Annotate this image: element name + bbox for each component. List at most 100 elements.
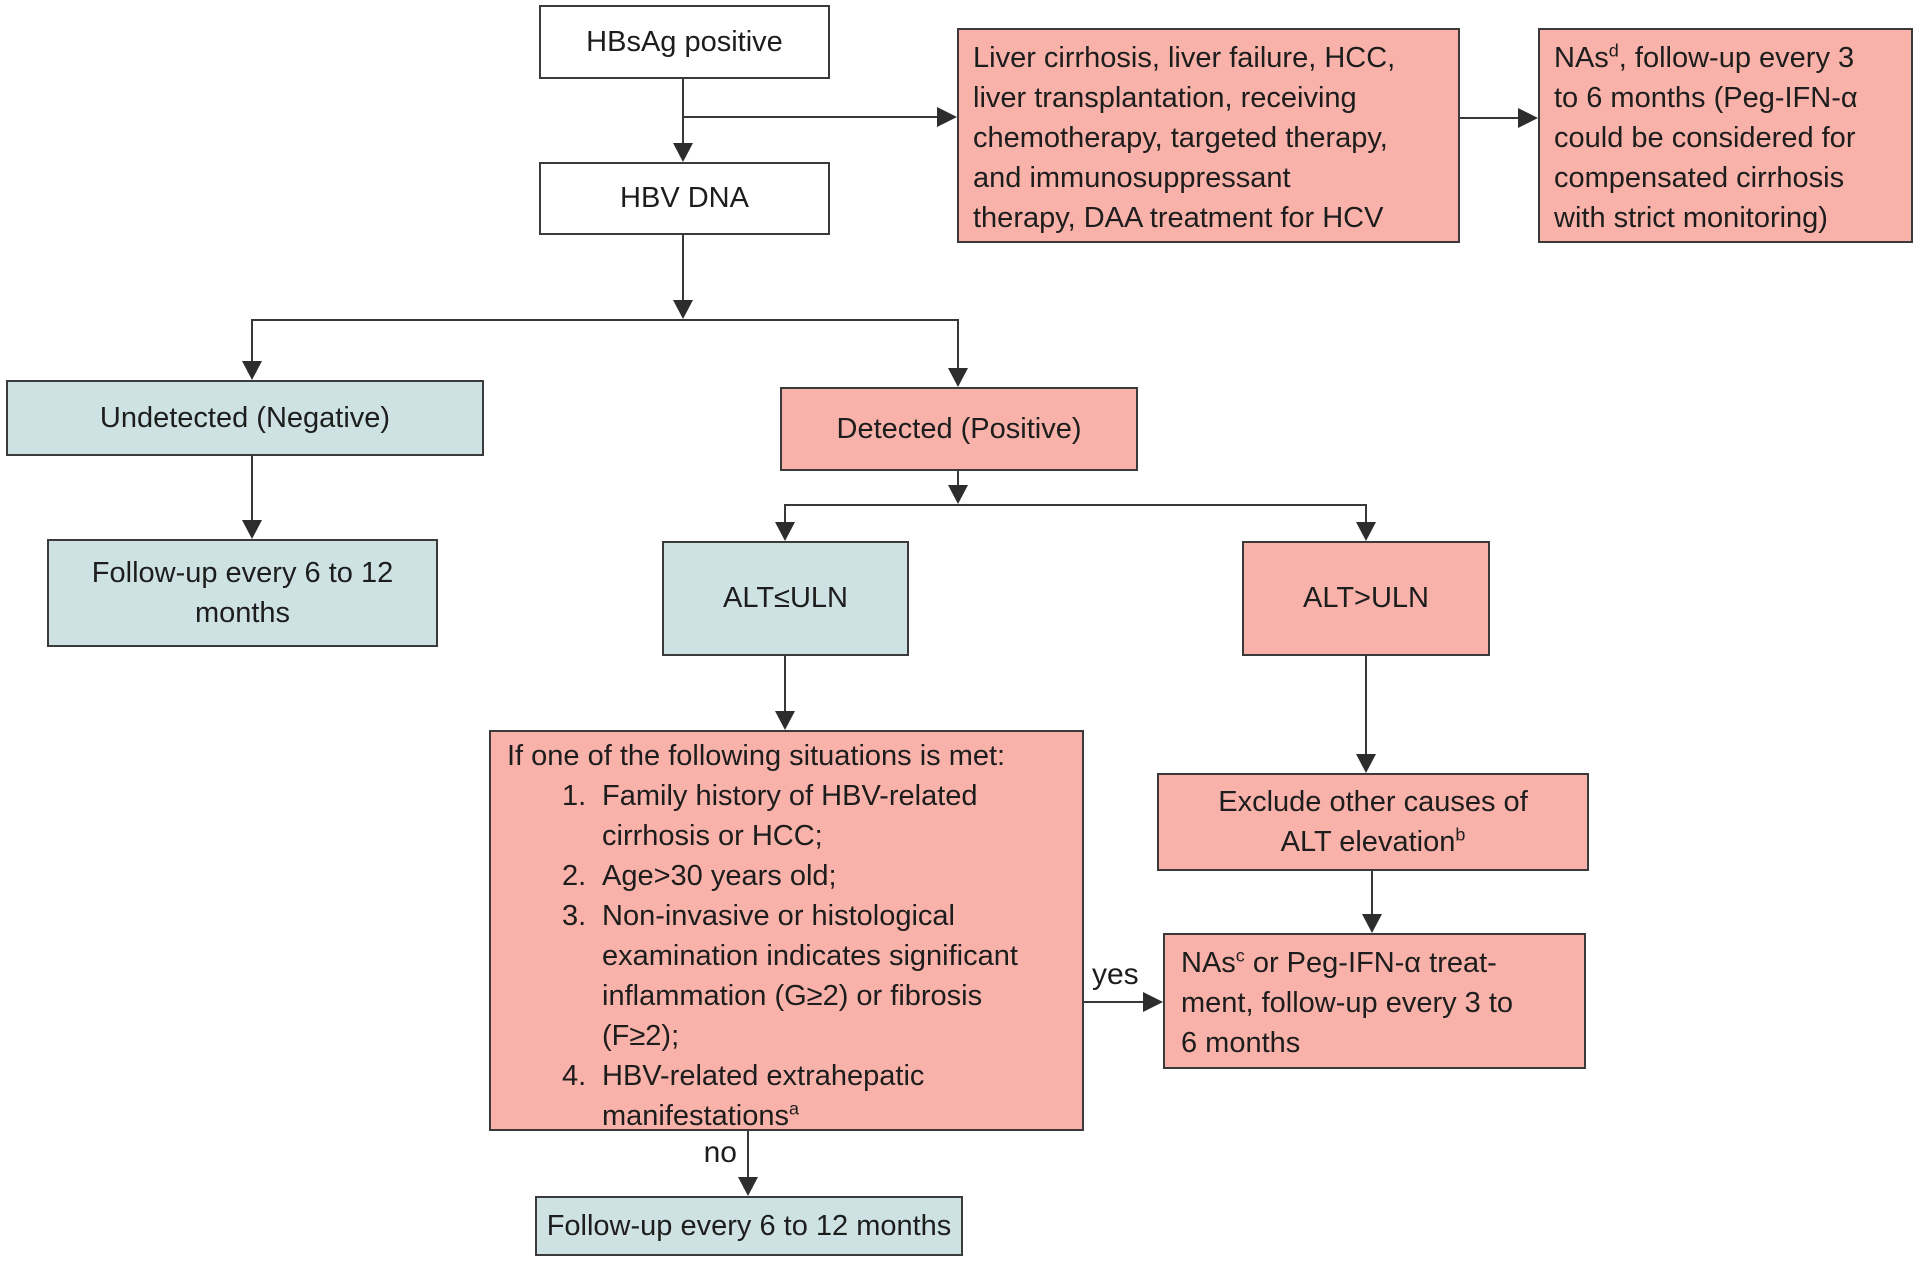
connector-undetected-to-followup [251, 455, 253, 521]
situation-item-text: Family history of HBV-related cirrhosis … [602, 776, 1082, 856]
node-alt-le-uln: ALT≤ULN [662, 541, 909, 656]
high-risk-line: chemotherapy, targeted therapy, [973, 122, 1388, 154]
connector-exclude-to-nas-c [1371, 870, 1373, 915]
followup-left-line: months [194, 597, 291, 629]
arrowhead-yes-into-nas-c [1143, 992, 1163, 1012]
nas-c-line: NAsc or Peg-IFN-α treat- [1181, 943, 1584, 983]
arrowhead-into-branch2 [948, 485, 968, 504]
node-hbsag-positive-label: HBsAg positive [586, 25, 783, 58]
situation-item: 3. Non-invasive or histological examinat… [562, 896, 1082, 1056]
node-nas-d-followup: NAsd, follow-up every 3 to 6 months (Peg… [1538, 28, 1913, 243]
connector-high-risk-to-nas-d [1459, 117, 1519, 119]
connector-yes [1083, 1001, 1144, 1003]
nas-d-line: NAsd, follow-up every 3 [1554, 38, 1911, 78]
connector-branch2-right-drop [1365, 504, 1367, 523]
situations-heading: If one of the following situations is me… [507, 740, 1006, 772]
node-followup-6-12-bottom: Follow-up every 6 to 12 months [535, 1196, 963, 1256]
situation-line: Non-invasive or histological [602, 900, 955, 932]
situation-line: manifestationsa [602, 1096, 1082, 1136]
arrowhead-into-branch1 [673, 300, 693, 319]
connector-hbvdna-to-branch [682, 234, 684, 302]
node-followup-6-12-left: Follow-up every 6 to 12 months [47, 539, 438, 647]
node-exclude-other-causes: Exclude other causes of ALT elevationb [1157, 773, 1589, 871]
connector-detected-to-branch2 [957, 470, 959, 487]
edge-label-yes: yes [1092, 958, 1139, 991]
node-high-risk-conditions: Liver cirrhosis, liver failure, HCC, liv… [957, 28, 1460, 243]
connector-alt-gt-to-exclude [1365, 655, 1367, 755]
node-alt-gt-uln: ALT>ULN [1242, 541, 1490, 656]
arrowhead-into-hbvdna [673, 143, 693, 162]
arrowhead-into-exclude [1356, 754, 1376, 773]
node-nas-c-treatment: NAsc or Peg-IFN-α treat- ment, follow-up… [1163, 933, 1586, 1069]
node-hbsag-positive: HBsAg positive [539, 5, 830, 79]
connector-no [747, 1130, 749, 1178]
situation-line: HBV-related extrahepatic [602, 1060, 925, 1092]
node-undetected-negative: Undetected (Negative) [6, 380, 484, 456]
arrowhead-into-nas-d [1518, 108, 1538, 128]
node-alt-le-uln-label: ALT≤ULN [723, 582, 848, 614]
situation-item: 2. Age>30 years old; [562, 856, 1082, 896]
situations-inner: If one of the following situations is me… [491, 732, 1082, 1136]
situation-item-text: HBV-related extrahepatic manifestationsa [602, 1056, 1082, 1136]
situation-line: Family history of HBV-related [602, 780, 978, 812]
node-hbv-dna-label: HBV DNA [620, 182, 749, 214]
situation-line: examination indicates significant [602, 940, 1018, 972]
situation-item-number: 1. [562, 780, 587, 812]
connector-branch1-horizontal [252, 319, 958, 321]
node-alt-gt-uln-label: ALT>ULN [1303, 582, 1429, 614]
connector-branch1-right-drop [957, 319, 959, 369]
nas-d-line: compensated cirrhosis [1554, 162, 1845, 194]
nas-d-line: to 6 months (Peg-IFN-α [1554, 82, 1858, 114]
situation-line: inflammation (G≥2) or fibrosis [602, 980, 983, 1012]
situation-line: (F≥2); [602, 1020, 680, 1052]
situation-line-text: manifestations [602, 1100, 789, 1132]
arrowhead-into-followup-left [242, 520, 262, 539]
nas-c-rest: or Peg-IFN-α treat- [1244, 947, 1497, 979]
arrowhead-into-followup-bottom [738, 1177, 758, 1196]
node-detected-positive: Detected (Positive) [780, 387, 1138, 471]
situation-item: 1. Family history of HBV-related cirrhos… [562, 776, 1082, 856]
situation-item-text: Age>30 years old; [602, 856, 1082, 896]
node-hbv-dna: HBV DNA [539, 162, 830, 235]
nas-c-line: 6 months [1181, 1027, 1301, 1059]
high-risk-line: liver transplantation, receiving [973, 82, 1357, 114]
nas-d-sup: d [1608, 40, 1619, 61]
exclude-line: ALT elevationb [1281, 822, 1466, 862]
nas-d-line: could be considered for [1554, 122, 1856, 154]
nas-c-line: ment, follow-up every 3 to [1181, 987, 1514, 1019]
exclude-line-text: ALT elevation [1280, 826, 1456, 858]
arrowhead-into-undetected [242, 361, 262, 380]
followup-bottom-label: Follow-up every 6 to 12 months [546, 1210, 952, 1242]
connector-branch1-left-drop [251, 319, 253, 362]
node-undetected-label: Undetected (Negative) [99, 401, 391, 434]
arrowhead-into-alt-le-uln [775, 522, 795, 541]
nas-d-line: with strict monitoring) [1554, 202, 1828, 234]
nas-d-prefix: NAs [1554, 42, 1609, 74]
situation-line-sup: a [789, 1098, 799, 1119]
edge-label-no: no [703, 1136, 737, 1169]
connector-branch2-left-drop [784, 504, 786, 523]
nas-c-prefix: NAs [1181, 947, 1236, 979]
situations-items: 1. Family history of HBV-related cirrhos… [562, 776, 1082, 1136]
nas-c-sup: c [1235, 945, 1245, 966]
high-risk-line: therapy, DAA treatment for HCV [973, 202, 1384, 234]
situation-item-number: 4. [562, 1060, 587, 1092]
node-detected-label: Detected (Positive) [836, 412, 1082, 445]
connector-branch2-horizontal [785, 504, 1366, 506]
arrowhead-into-high-risk [937, 107, 957, 127]
exclude-line: Exclude other causes of [1218, 786, 1528, 818]
situation-item-text: Non-invasive or histological examination… [602, 896, 1082, 1056]
situation-item-number: 2. [562, 860, 587, 892]
nas-d-rest: , follow-up every 3 [1618, 42, 1855, 74]
high-risk-line: and immunosuppressant [973, 162, 1291, 194]
exclude-line-sup: b [1455, 824, 1466, 845]
arrowhead-into-detected [948, 368, 968, 387]
arrowhead-into-nas-c [1362, 914, 1382, 933]
situation-line: cirrhosis or HCC; [602, 820, 823, 852]
high-risk-line: Liver cirrhosis, liver failure, HCC, [973, 42, 1396, 74]
arrowhead-into-situations [775, 711, 795, 730]
followup-left-line: Follow-up every 6 to 12 [91, 557, 394, 589]
node-situations: If one of the following situations is me… [489, 730, 1084, 1132]
connector-to-high-risk [683, 116, 937, 118]
